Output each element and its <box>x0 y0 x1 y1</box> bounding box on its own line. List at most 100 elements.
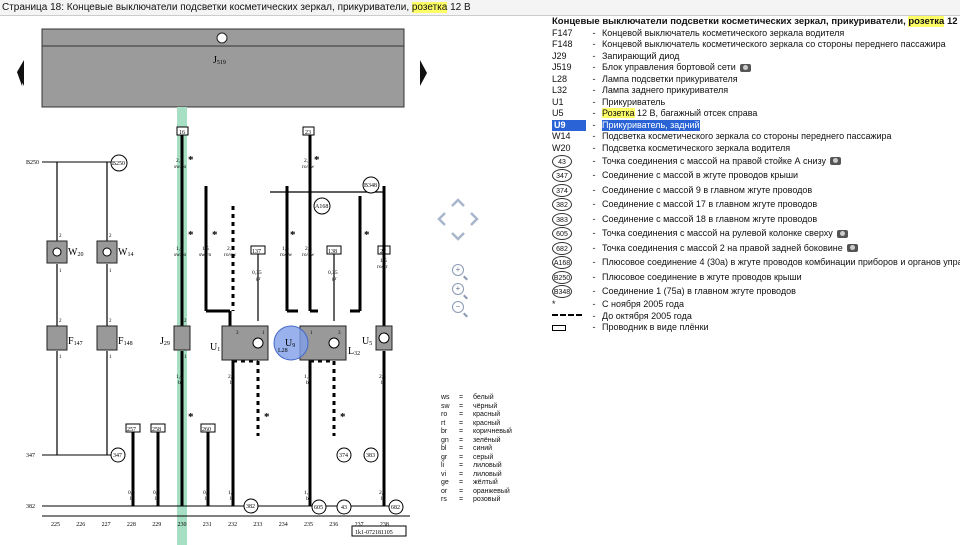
pan-left-icon[interactable] <box>437 212 446 226</box>
ground-347[interactable] <box>110 447 126 463</box>
svg-text:br: br <box>381 380 386 386</box>
next-page-arrow[interactable] <box>420 60 427 86</box>
legend-item-u5[interactable]: U5-Розетка 12 В, багажный отсек справа <box>552 108 960 120</box>
connection-a168[interactable] <box>313 197 331 215</box>
svg-text:sw/ro: sw/ro <box>174 252 186 258</box>
wire-labels: 2,5sw/ro 2,5ro/sw 1,0sw/ro 1,5sw/ro 2,5r… <box>128 158 388 502</box>
legend-point-b250[interactable]: B250-Плюсовое соединение в жгуте проводо… <box>552 270 802 284</box>
ground-383[interactable] <box>363 447 379 463</box>
svg-text:2,5: 2,5 <box>304 158 311 164</box>
camera-icon[interactable] <box>836 229 848 238</box>
color-code-row: vi=лиловый <box>441 470 502 478</box>
connector-138-label: 138 <box>328 249 337 255</box>
legend-item-u9[interactable]: U9-Прикуриватель, задний <box>552 119 960 131</box>
legend-dash: - <box>592 39 596 49</box>
legend-code: U5 <box>552 108 564 118</box>
column-number: 229 <box>152 522 161 528</box>
svg-text:*: * <box>188 411 194 423</box>
legend-title: Концевые выключатели подсветки косметиче… <box>552 16 960 27</box>
svg-text:*: * <box>340 411 346 423</box>
connector-137-label: 137 <box>252 249 261 255</box>
pan-right-icon[interactable] <box>470 212 479 226</box>
legend-item-u1[interactable]: U1-Прикуриватель <box>552 97 960 109</box>
ground-682[interactable] <box>388 499 404 515</box>
legend-point-383[interactable]: 383-Соединение с массой 18 в главном жгу… <box>552 212 960 227</box>
legend-desc: Точка соединения с массой на правой стой… <box>602 155 826 166</box>
legend-item-f147[interactable]: F147-Концевой выключатель косметического… <box>552 28 960 40</box>
f148-label: F148 <box>118 336 133 347</box>
svg-text:sw/ro: sw/ro <box>199 252 211 258</box>
legend-item-f148[interactable]: F148-Концевой выключатель косметического… <box>552 39 960 51</box>
svg-text:2: 2 <box>109 234 112 239</box>
legend-point-682[interactable]: 682-Точка соединения с массой 2 на право… <box>552 241 960 256</box>
u9-rear-lighter[interactable] <box>273 325 309 361</box>
legend-item-j519[interactable]: J519-Блок управления бортовой сети <box>552 62 960 74</box>
connection-b348[interactable] <box>362 176 380 194</box>
ground-605[interactable] <box>311 499 327 515</box>
connection-point-icon: 347 <box>552 169 572 183</box>
dotted-wires <box>231 206 336 436</box>
j29-diode[interactable] <box>173 325 191 351</box>
legend-item-j29[interactable]: J29-Запирающий диод <box>552 51 960 63</box>
legend-point-b348[interactable]: B348-Соединение 1 (75а) в главном жгуте … <box>552 285 796 299</box>
svg-text:1,0: 1,0 <box>176 374 183 380</box>
legend-item-l32[interactable]: L32-Лампа заднего прикуривателя <box>552 85 960 97</box>
b250-circle-label: B250 <box>112 161 125 167</box>
column-number: 235 <box>304 522 313 528</box>
camera-icon[interactable] <box>830 157 841 166</box>
camera-icon[interactable] <box>739 63 751 72</box>
svg-text:ro/sw: ro/sw <box>302 252 314 258</box>
connector-257-label: 257 <box>127 427 136 433</box>
color-code-row: gn=зелёный <box>441 436 501 444</box>
legend-item-l28[interactable]: L28-Лампа подсветки прикуривателя <box>552 74 960 86</box>
legend-point-605[interactable]: 605-Точка соединения с массой на рулевой… <box>552 227 960 242</box>
pan-down-icon[interactable] <box>451 232 465 241</box>
legend-item-w14[interactable]: W14-Подсветка косметического зеркала со … <box>552 131 960 143</box>
color-code-row: bl=синий <box>441 445 493 452</box>
svg-text:br: br <box>155 496 160 502</box>
svg-text:0,35: 0,35 <box>328 270 338 276</box>
f148-switch[interactable] <box>96 325 118 351</box>
legend-code: W20 <box>552 142 571 153</box>
ground-374[interactable] <box>336 447 352 463</box>
connection-point-icon: 374 <box>552 183 572 197</box>
column-number: 230 <box>178 522 187 528</box>
pin-labels: 2 1 2 1 2 1 2 1 2 1 3 1 1 3 <box>59 234 341 360</box>
connection-point-icon: B348 <box>552 285 572 299</box>
color-code-row: rt=красный <box>441 419 501 427</box>
connection-b250[interactable] <box>110 154 128 172</box>
legend-point-374[interactable]: 374-Соединение с массой 9 в главном жгут… <box>552 183 960 198</box>
pan-up-icon[interactable] <box>451 198 465 207</box>
zoom-reset-icon[interactable]: + <box>452 283 464 295</box>
svg-text:br: br <box>381 496 386 502</box>
connector-16-label: 16 <box>179 130 185 136</box>
legend-point-43[interactable]: 43-Точка соединения с массой на правой с… <box>552 154 960 169</box>
svg-text:ro/sw: ro/sw <box>302 164 314 170</box>
ground-43[interactable] <box>336 499 352 515</box>
legend-code: U1 <box>552 96 564 107</box>
legend-desc: Соединение с массой 18 в главном жгуте п… <box>602 213 818 224</box>
column-number: 226 <box>76 522 85 528</box>
legend-code: F147 <box>552 27 573 38</box>
connection-point-icon: 605 <box>552 227 572 241</box>
legend-point-382[interactable]: 382-Соединение с массой 17 в главном жгу… <box>552 198 960 213</box>
f147-switch[interactable] <box>46 325 68 351</box>
legend-notes: *-С ноября 2005 года-До октября 2005 год… <box>552 299 960 334</box>
svg-text:br: br <box>230 496 235 502</box>
ground-382[interactable] <box>243 498 259 514</box>
svg-text:1,5: 1,5 <box>282 246 289 252</box>
u9-label: U9 <box>285 338 295 349</box>
legend-point-a168[interactable]: A168-Плюсовое соединение 4 (30а) в жгуте… <box>552 256 960 271</box>
legend-code: F148 <box>552 39 573 49</box>
legend-points: 43-Точка соединения с массой на правой с… <box>552 154 960 299</box>
legend-item-w20[interactable]: W20-Подсветка косметического зеркала вод… <box>552 143 960 155</box>
zoom-in-icon[interactable]: + <box>452 264 464 276</box>
legend-desc: Лампа подсветки прикуривателя <box>602 73 738 84</box>
connection-point-icon: 43 <box>552 154 572 168</box>
connection-point-icon: 382 <box>552 198 572 212</box>
prev-page-arrow[interactable] <box>17 60 24 86</box>
zoom-out-icon[interactable]: − <box>452 301 464 313</box>
legend-point-347[interactable]: 347-Соединение с массой в жгуте проводов… <box>552 169 960 184</box>
camera-icon[interactable] <box>846 244 858 253</box>
